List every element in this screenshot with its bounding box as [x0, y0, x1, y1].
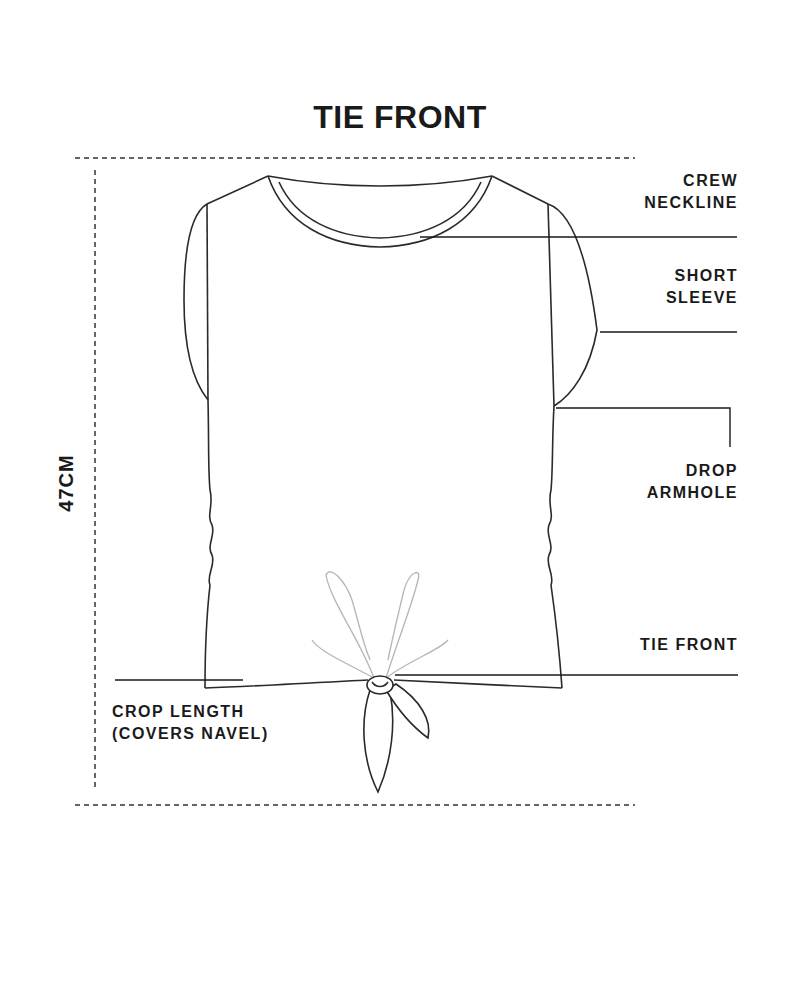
- sleeve-outline: [492, 176, 597, 406]
- part-label: DROP ARMHOLE: [647, 460, 738, 504]
- tie-tail: [364, 690, 393, 792]
- body-side: [548, 406, 562, 688]
- tie-tail: [386, 684, 429, 738]
- armhole-line: [548, 204, 554, 406]
- leader-line: [420, 236, 737, 237]
- part-label: CREW NECKLINE: [644, 170, 738, 214]
- knot-fold: [372, 682, 388, 687]
- tie-ghost-loop: [326, 572, 374, 678]
- dimension-label: 47CM: [54, 454, 78, 511]
- leader-line: [395, 674, 738, 675]
- part-label: CROP LENGTH (COVERS NAVEL): [112, 701, 302, 745]
- tie-ghost: [312, 572, 448, 678]
- dimension-line: [75, 804, 635, 806]
- tshirt-outline: [184, 176, 597, 688]
- leader-line: [600, 331, 737, 332]
- leader-lines: [115, 237, 738, 680]
- knot: [367, 676, 393, 694]
- dimension-line: [94, 170, 96, 790]
- leader-line: [115, 679, 243, 680]
- sleeve-outline: [184, 176, 268, 400]
- armhole-line: [207, 204, 208, 400]
- tie-ghost-loop: [312, 640, 374, 678]
- hem: [394, 680, 562, 688]
- part-label: TIE FRONT: [640, 634, 738, 656]
- hem: [205, 680, 368, 688]
- diagram-title: TIE FRONT: [313, 98, 486, 136]
- leader-line: [556, 408, 730, 447]
- part-label: SHORT SLEEVE: [666, 265, 738, 309]
- body-side: [205, 400, 213, 688]
- dimension-lines: [75, 158, 635, 805]
- back-neck: [268, 176, 492, 186]
- neckline-inner: [279, 182, 481, 238]
- dimension-line: [75, 157, 635, 159]
- tie-ghost-loop: [386, 573, 419, 678]
- tie-ghost-loop: [386, 640, 448, 678]
- tie-knot: [364, 676, 429, 792]
